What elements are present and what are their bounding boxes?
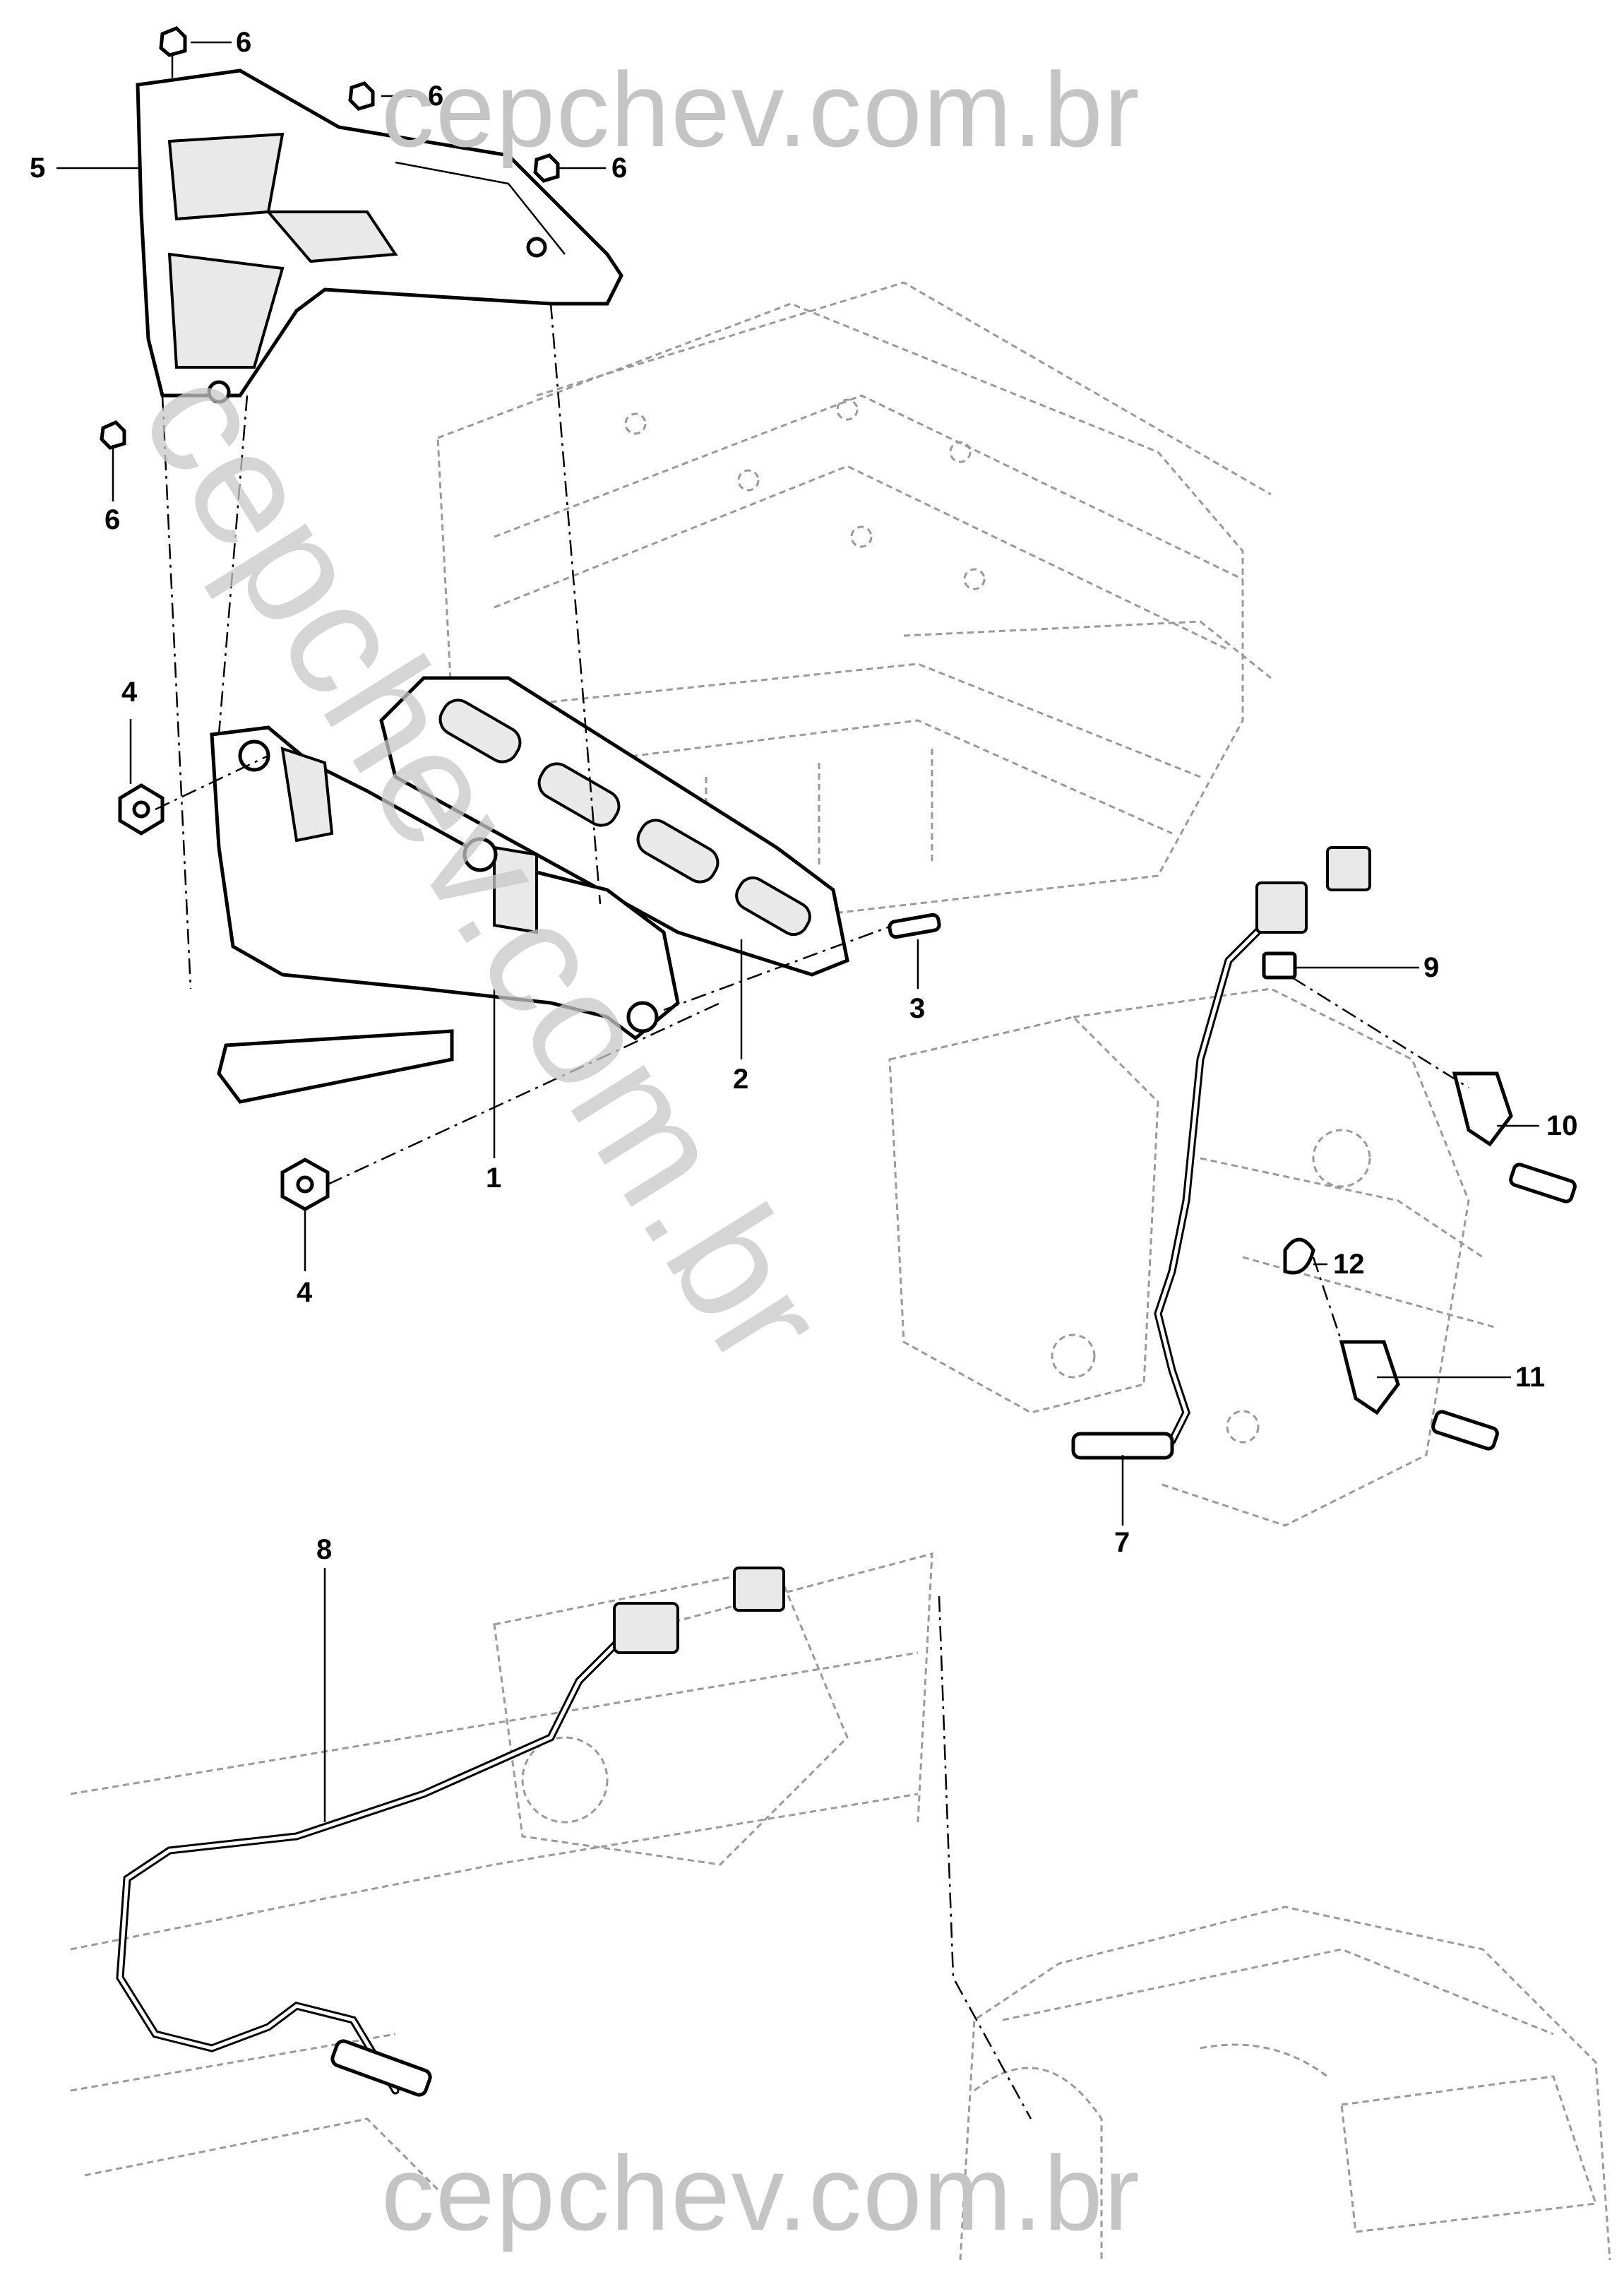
- watermark-top: cepchev.com.br: [381, 50, 1141, 169]
- engine-bay-ghost: [888, 987, 1498, 1527]
- bolt-right: [533, 153, 560, 183]
- callout-7: 7: [1114, 1527, 1130, 1558]
- nut-lower: [280, 1158, 330, 1211]
- callout-4-lower: 4: [297, 1277, 313, 1308]
- bracket-lower: [1339, 1340, 1499, 1451]
- oxygen-sensor-downstream: [116, 1567, 785, 2097]
- callout-6-mid: 6: [428, 81, 444, 112]
- bolt-mid: [348, 81, 375, 111]
- callout-10: 10: [1546, 1110, 1578, 1141]
- callout-4-upper: 4: [121, 677, 138, 708]
- callout-6-right: 6: [611, 153, 628, 184]
- watermark-bottom: cepchev.com.br: [381, 2134, 1141, 2252]
- exhaust-manifold: [210, 725, 680, 1104]
- heat-shield: [136, 69, 623, 404]
- callout-3: 3: [909, 993, 926, 1024]
- callout-6-top: 6: [236, 27, 252, 58]
- assembly-lines: [155, 303, 1469, 2120]
- callout-9: 9: [1423, 952, 1440, 983]
- nut-upper: [118, 783, 165, 836]
- callout-11: 11: [1515, 1362, 1546, 1393]
- callout-1: 1: [486, 1163, 502, 1194]
- callout-12: 12: [1333, 1249, 1365, 1280]
- callout-5: 5: [30, 153, 46, 184]
- callout-8: 8: [316, 1534, 333, 1565]
- leader-lines: [56, 41, 1539, 1822]
- bolt-left: [100, 420, 126, 450]
- callout-2: 2: [733, 1064, 749, 1095]
- bolt-top: [159, 26, 187, 78]
- stud: [888, 913, 941, 939]
- callout-6-left: 6: [105, 504, 121, 535]
- engine-block-ghost: [436, 281, 1272, 920]
- oxygen-sensor-upstream: [1071, 846, 1371, 1460]
- connector-clip: [1262, 951, 1297, 980]
- harness-clip: [1283, 1237, 1315, 1275]
- car-front-ghost: [959, 1906, 1611, 2261]
- underbody-ghost: [70, 1552, 933, 2191]
